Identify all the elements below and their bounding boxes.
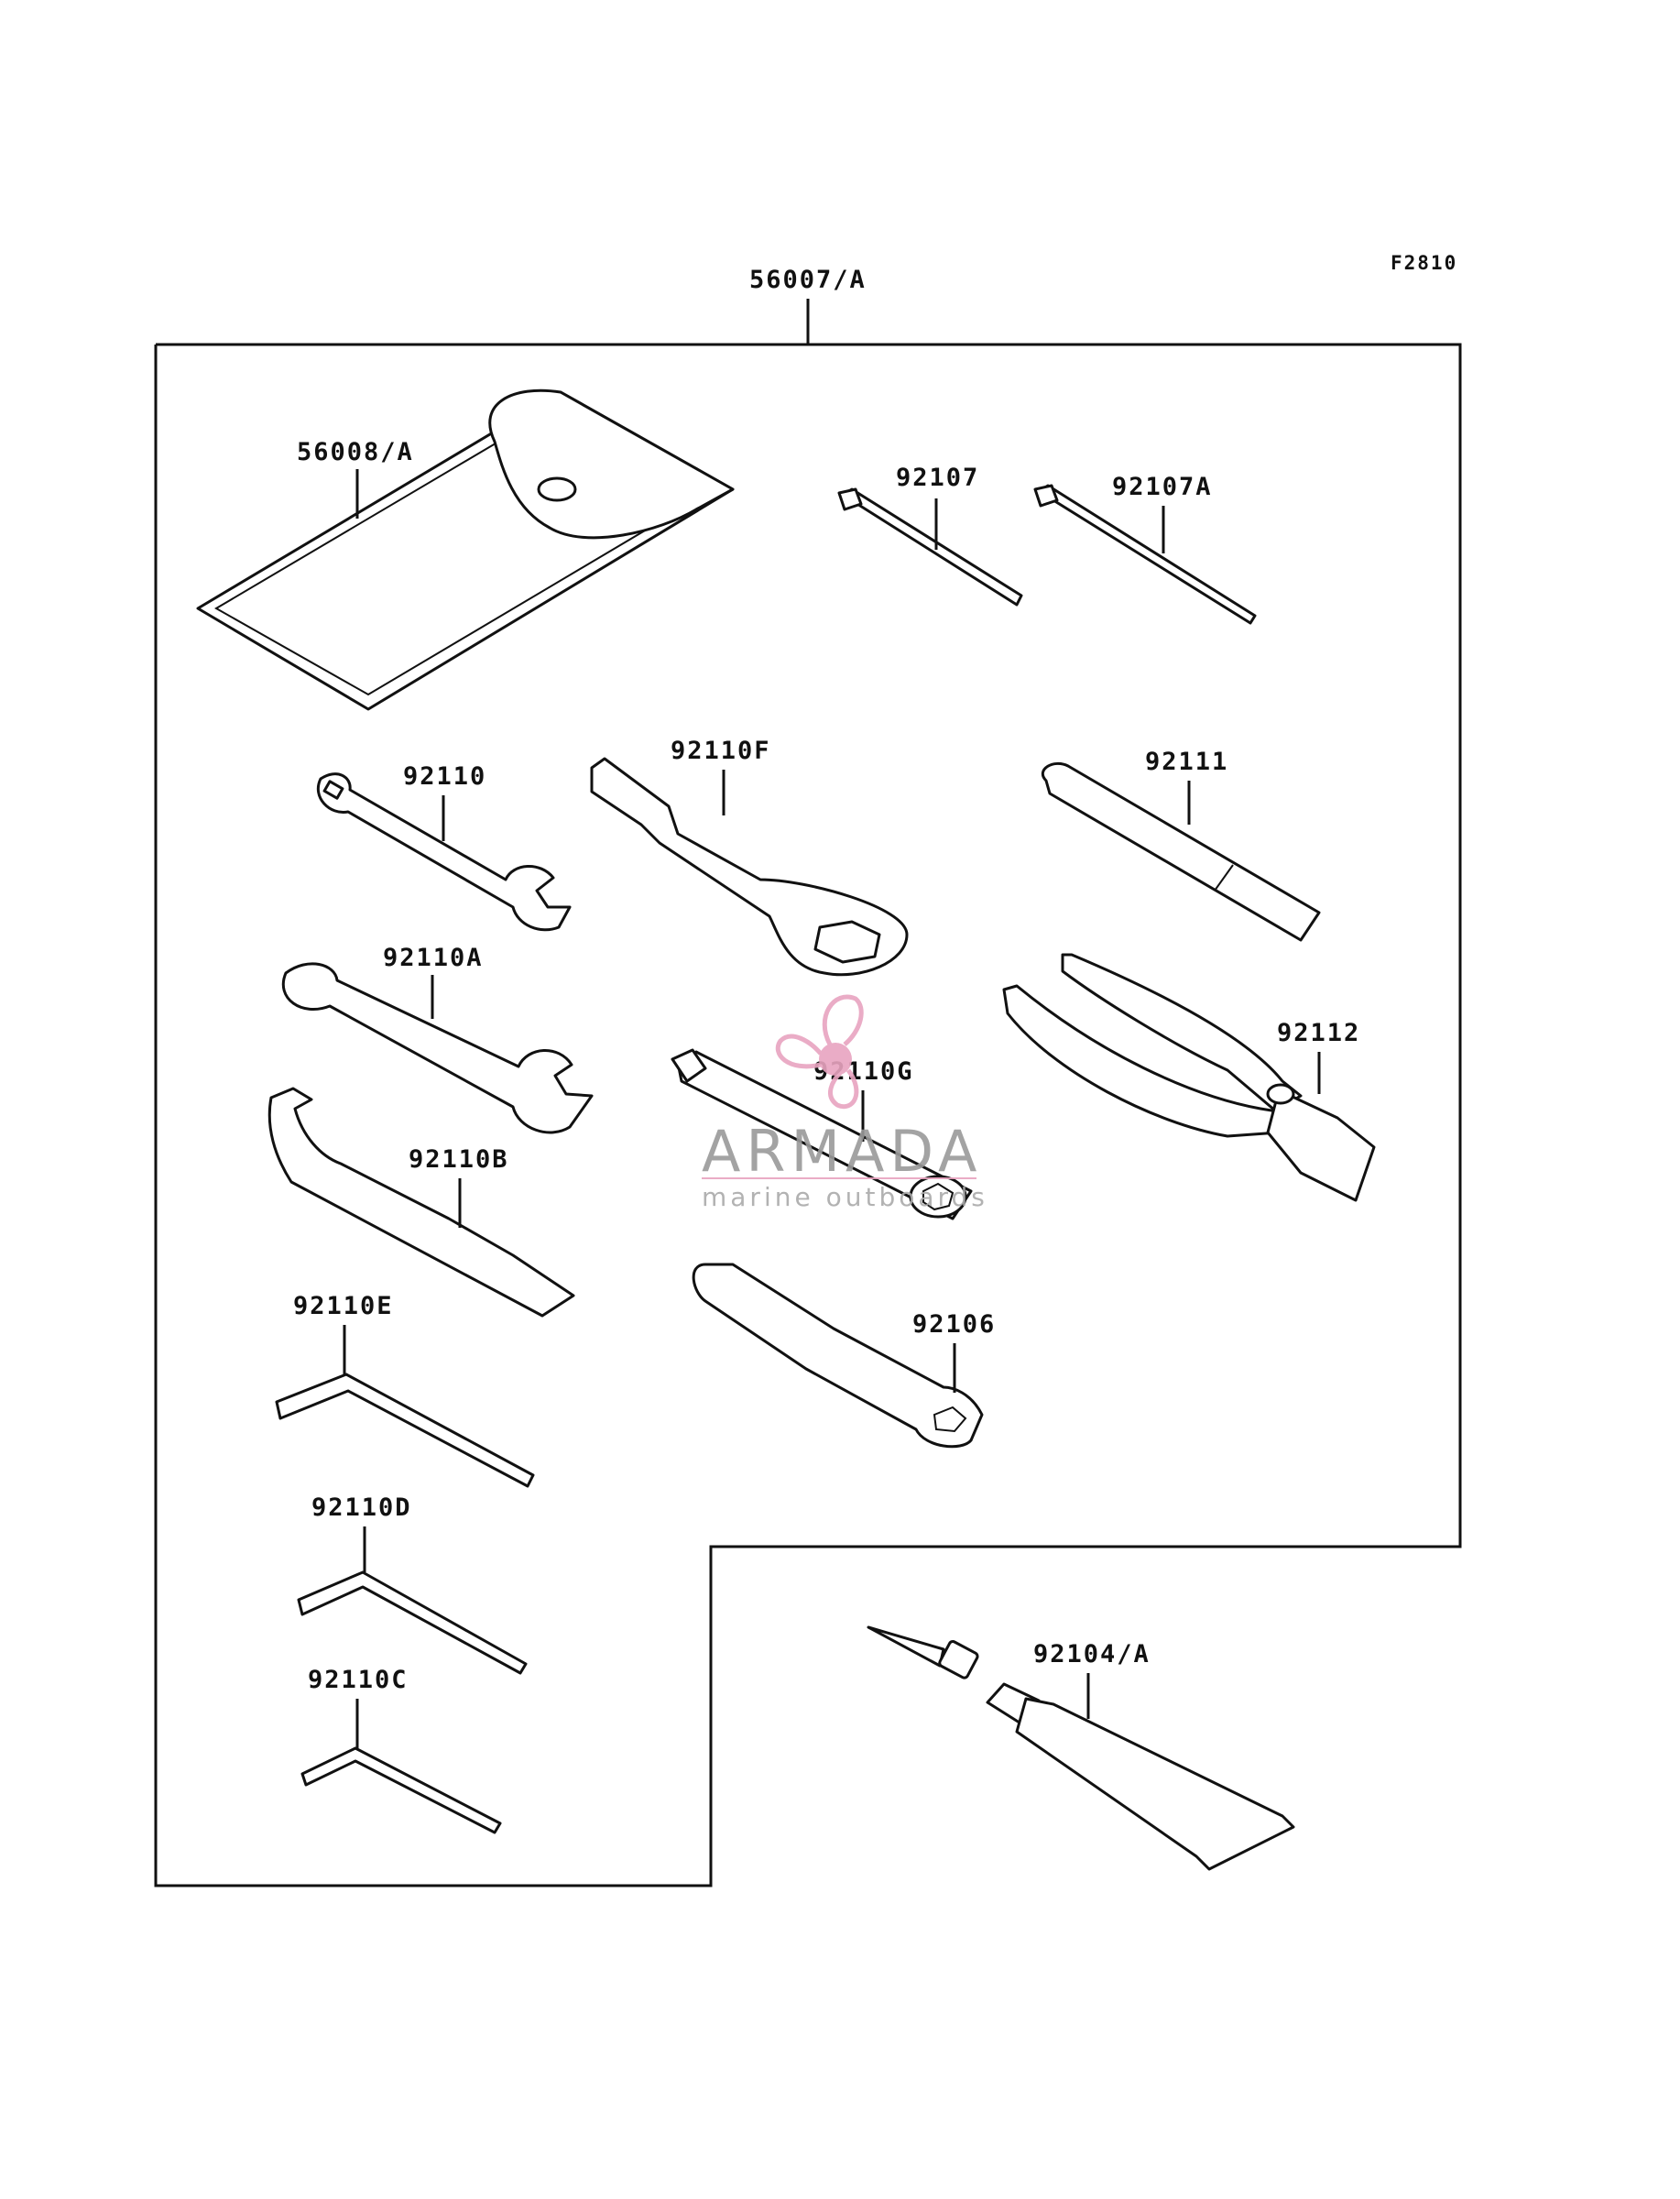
extension-bar-icon [1041,761,1321,942]
watermark: ARMADA marine outboards [702,994,988,1212]
wrench-large-label: 92110A [383,944,484,972]
ring-wrench-icon [590,757,909,977]
hook-wrench-label: 92110B [409,1145,509,1174]
grease-tube-icon [867,1625,1295,1871]
screwdriver-handle-label: 92106 [912,1310,996,1339]
hex-key-large-label: 92110E [293,1292,394,1320]
open-end-wrench-icon [316,772,572,932]
watermark-brand: ARMADA [702,1118,982,1185]
bit-1-label: 92107 [896,464,979,492]
hex-key-small-label: 92110C [308,1666,409,1694]
hex-key-icon [300,1746,502,1834]
extension-bar-label: 92111 [1145,748,1228,776]
open-end-wrench-icon [282,962,594,1134]
screwdriver-bit-icon [1033,484,1257,625]
tool-pouch-icon [196,388,735,711]
hex-key-icon [297,1570,528,1675]
pliers-icon [1002,953,1376,1202]
figure-code: F2810 [1391,252,1457,274]
box-wrench-icon [671,1048,973,1220]
hook-wrench-icon [267,1087,575,1318]
grease-tube-label: 92104/A [1033,1640,1151,1668]
kit-boundary [154,343,1462,1887]
hex-key-icon [275,1373,535,1488]
ring-wrench-label: 92110F [671,737,771,765]
bit-2-label: 92107A [1112,473,1213,501]
hex-key-medium-label: 92110D [311,1493,412,1522]
screwdriver-bit-icon [837,487,1023,607]
kit-part-number: 56007/A [749,266,867,294]
wrench-small-label: 92110 [403,762,486,791]
pouch-label: 56008/A [297,438,414,466]
screwdriver-handle-icon [692,1263,984,1449]
watermark-tagline: marine outboards [702,1182,988,1212]
pliers-label: 92112 [1277,1019,1360,1047]
propeller-logo-icon [775,994,864,1110]
